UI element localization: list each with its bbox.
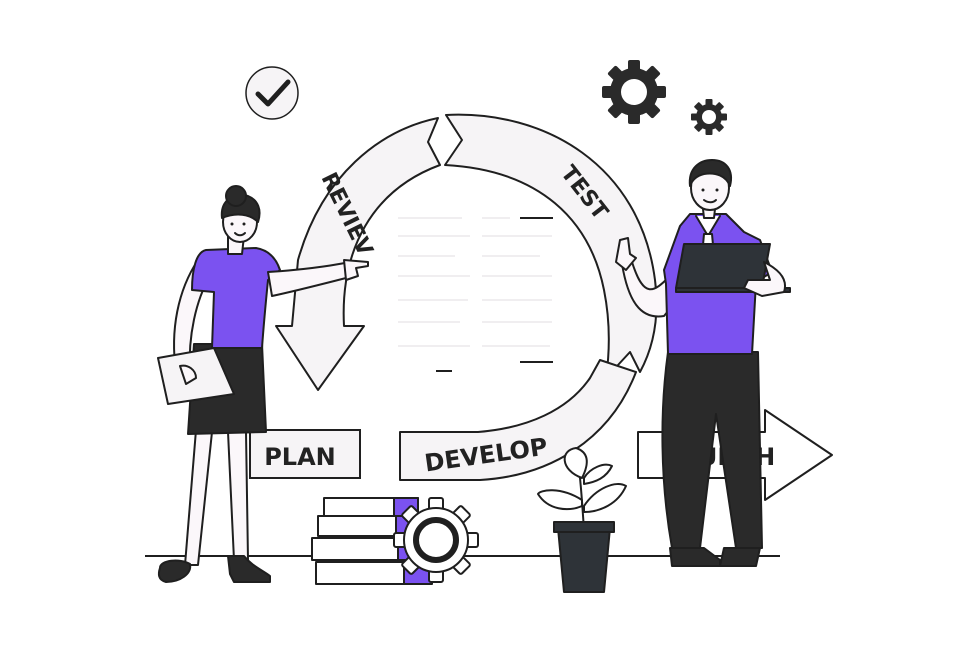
woman-figure (157, 185, 369, 583)
center-sketch (398, 217, 552, 347)
check-circle (245, 66, 299, 120)
gear-icon (691, 99, 727, 135)
plan-box (249, 429, 361, 479)
develop-arrow-shape (399, 359, 637, 481)
potted-plant (537, 447, 627, 593)
gear-icon (602, 60, 666, 124)
review-arrow-shape (275, 117, 441, 391)
gear-icon (393, 497, 479, 583)
plan-label: PLAN (264, 443, 336, 471)
man-figure (615, 159, 791, 567)
check-icon (255, 79, 291, 107)
test-arrow-shape (444, 113, 658, 379)
